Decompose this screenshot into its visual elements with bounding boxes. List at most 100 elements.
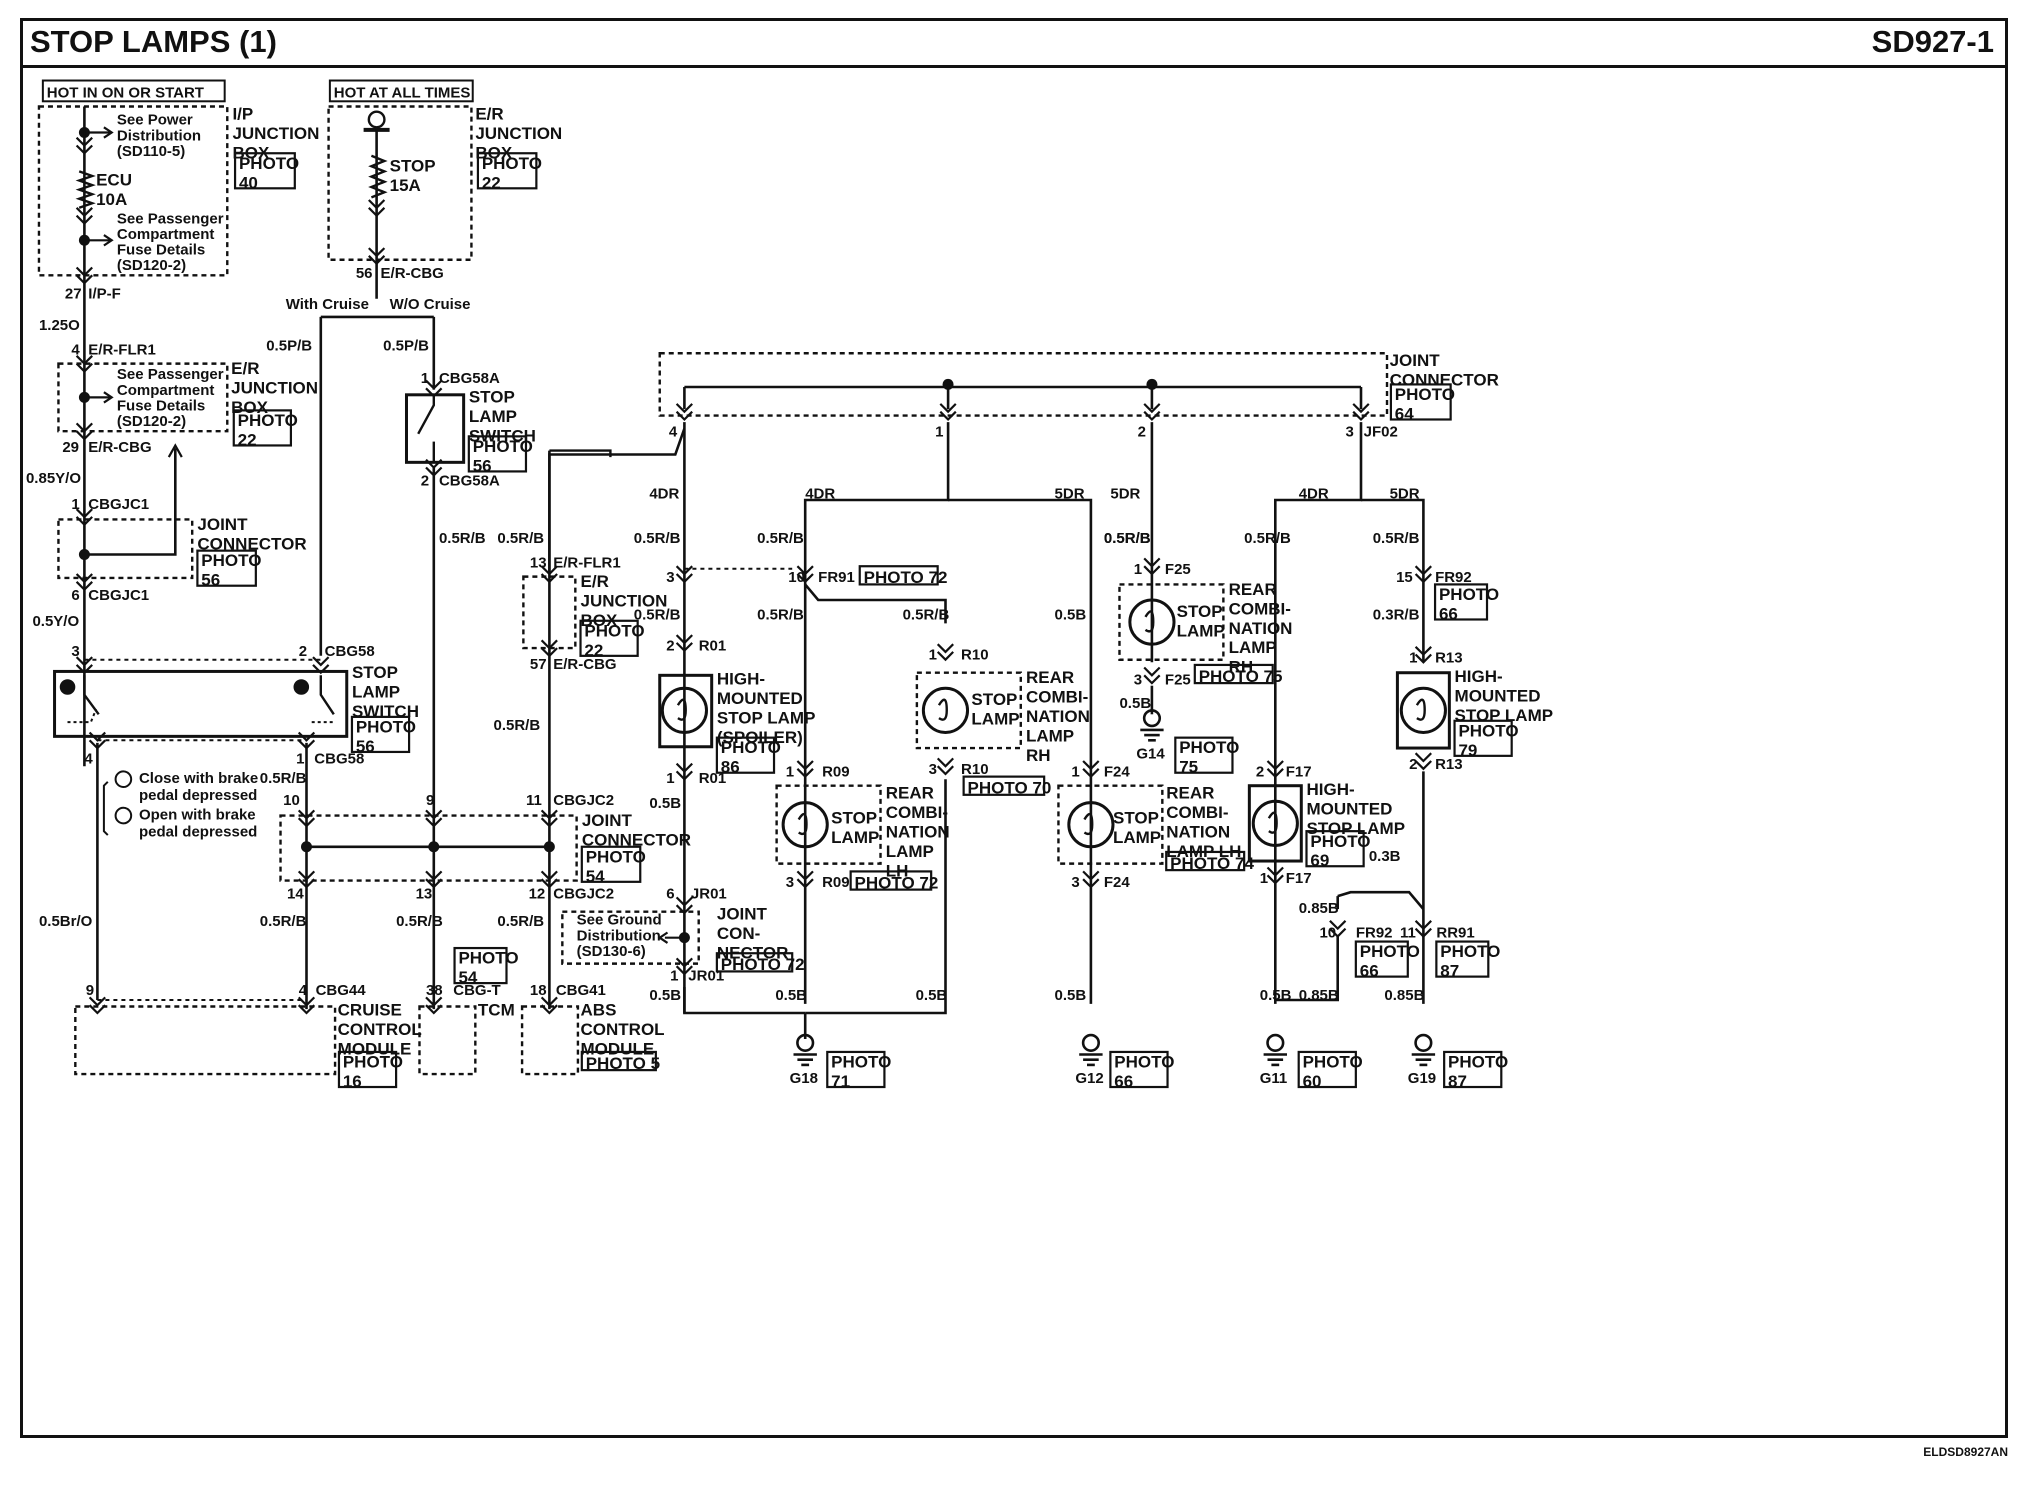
flr1-link-wire (548, 428, 686, 572)
er-top-photo-box (476, 152, 538, 190)
sls-small-photo-box (467, 435, 528, 473)
er-top-photo-line: PHOTO (482, 154, 542, 173)
wire-r-p: 0.3B (1369, 848, 1401, 865)
f24-bulb (1067, 801, 1115, 849)
connector-chevron (796, 768, 814, 779)
jc54-name-line: CONNECTOR (582, 830, 691, 849)
g11-photo-line: 60 (1303, 1072, 1322, 1091)
wire-r-n: 0.5B (1055, 606, 1087, 623)
wire-r-e: 0.5R/B (1373, 530, 1420, 547)
joint-connector-54-outline (279, 814, 578, 882)
f24-lamp-outline (1057, 784, 1164, 865)
connector-chevron (75, 355, 93, 366)
conn-er-cbg-low: E/R-CBG (553, 656, 616, 673)
fr92-photo-line: PHOTO (1439, 585, 1499, 604)
jr01-ref-line: Distribution (577, 927, 661, 944)
abs-module-photo-box (580, 1050, 657, 1072)
splice-dot (428, 841, 440, 853)
switch-b-marker (59, 679, 76, 695)
r10-ground-wire (805, 779, 947, 1015)
fr92-photo-box (1433, 583, 1489, 621)
ip-ref-fuse-line: (SD120-2) (117, 257, 186, 274)
tcm-outline (418, 1005, 477, 1076)
connector-chevron (425, 809, 443, 820)
connector-chevron (1143, 674, 1161, 685)
f25-photo-box (1193, 663, 1274, 685)
jc54-pin11: 11 (526, 792, 542, 809)
f24-lamp-text-line: STOP (1113, 808, 1159, 827)
connector-chevron (297, 870, 316, 881)
wire-r-o: 0.5B (1119, 695, 1151, 712)
r10-name-line: LAMP (1026, 727, 1074, 746)
jc54-pin14: 14 (287, 886, 304, 903)
spoiler-lamp-outline (658, 673, 714, 749)
wire-r-d: 0.5R/B (1244, 530, 1291, 547)
jc64-pin1: 1 (935, 423, 943, 440)
conn-1: 1 (71, 496, 79, 513)
cruise-module-name-line: CONTROL (338, 1020, 422, 1039)
g18-photo-line: 71 (831, 1072, 850, 1091)
connector-chevron (796, 565, 814, 576)
fr91-crossover (804, 583, 947, 624)
connector-chevron (540, 817, 558, 828)
legend-a-text-line: Close with brake (139, 770, 258, 787)
jc56-photo-box (196, 549, 257, 587)
stop-fuse-label-line: STOP (390, 156, 436, 175)
er-mid-ref-line: Compartment (117, 382, 215, 399)
r10-pin3: 3 (929, 761, 937, 778)
splice-dot (78, 391, 90, 403)
g14-photo-box (1174, 736, 1234, 774)
er-junction-low-outline (522, 575, 577, 650)
hot-at-all-times-box (328, 79, 474, 103)
ecu-fuse (75, 170, 96, 209)
spoiler-lamp-name-line: HIGH- (717, 669, 765, 688)
ip-ref-fuse-line: Fuse Details (117, 242, 205, 259)
r10-photo-box (962, 775, 1046, 796)
conn-cbg58b: CBG58 (314, 751, 364, 768)
g11-photo-line: PHOTO (1303, 1053, 1363, 1072)
sls-small-photo-line: 56 (473, 456, 492, 475)
fr92b-photo-line: PHOTO (1360, 942, 1420, 961)
r13-name-line: MOUNTED (1455, 686, 1541, 705)
connector-chevron (1143, 410, 1161, 422)
connector-chevron (75, 214, 93, 225)
cruise-module-name-line: MODULE (338, 1040, 412, 1059)
connector-chevron (75, 207, 93, 218)
jr01-pin1: 1 (670, 968, 678, 985)
switch-b-blade (83, 675, 100, 716)
fr92b-pin11: 11 (1400, 925, 1416, 942)
ground-g12-ring (1081, 1033, 1101, 1052)
connector-chevron (297, 809, 316, 820)
ip-ref-fuse-line: See Passenger (117, 210, 224, 227)
f24-name-line: NATION (1166, 823, 1230, 842)
connector-chevron (1414, 573, 1432, 584)
jr01-arrow (657, 931, 669, 944)
f17-bulb-filament (1267, 811, 1278, 834)
f24-bulb-filament (1083, 812, 1094, 836)
connector-chevron (1143, 403, 1161, 414)
r13-name-line: HIGH- (1455, 667, 1503, 686)
body-5dr-f: 5DR (1390, 486, 1420, 503)
connector-chevron (1143, 666, 1161, 677)
connector-chevron (1352, 403, 1370, 414)
splice-dot (300, 841, 312, 853)
conn-2: 2 (299, 643, 307, 660)
er-top-photo-line: 22 (482, 173, 501, 192)
diagram-frame (20, 18, 2008, 1438)
conn-erflr1: E/R-FLR1 (88, 342, 156, 359)
wire-125o: 1.25O (39, 317, 80, 334)
sls-small-name-line: LAMP (469, 407, 517, 426)
wire-r-h: 0.5R/B (903, 606, 950, 623)
r09-photo: PHOTO 72 (855, 873, 939, 892)
r09-lamp-text-line: LAMP (831, 828, 879, 847)
jc64-photo-line: 64 (1395, 404, 1414, 423)
body-5dr-d: 5DR (1110, 486, 1140, 503)
r10-name-line: RH (1026, 746, 1051, 765)
conn-4: 4 (71, 342, 80, 359)
wire-05rb-6: 0.5R/B (396, 913, 443, 930)
rr91-photo-line: PHOTO (1440, 942, 1500, 961)
r13-id: R13 (1435, 649, 1463, 666)
jc54-pin12: 12 (529, 886, 546, 903)
g12-photo-line: 66 (1114, 1072, 1133, 1091)
wire-05rb-3: 0.5R/B (497, 530, 544, 547)
